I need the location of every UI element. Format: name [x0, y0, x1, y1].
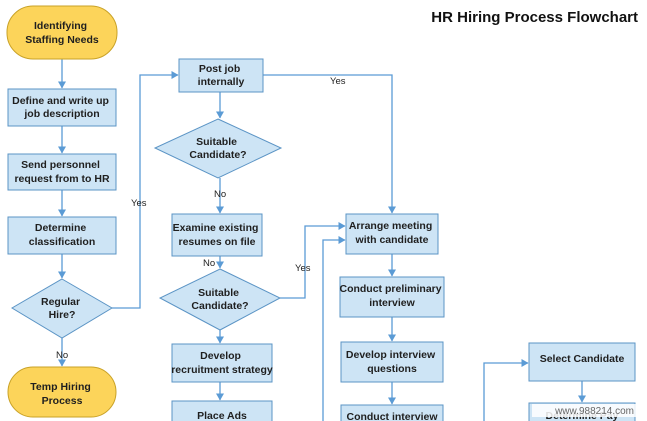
- edge-label-examine-no: No: [203, 258, 215, 269]
- node-label-line: resumes on file: [178, 236, 255, 248]
- node-label-line: Suitable: [198, 287, 239, 299]
- node-label-line: with candidate: [355, 234, 429, 246]
- edge-into-select: [483, 359, 529, 421]
- node-determine-classification: Determine classification: [7, 216, 117, 255]
- node-label-line: Candidate?: [191, 300, 248, 312]
- node-examine-existing-resumes: Examine existing resumes on file: [171, 213, 263, 257]
- svg-text:Develop recruitment st: Develop recruitment strategy: [171, 350, 273, 376]
- node-label-line: Conduct preliminary: [339, 283, 441, 295]
- edge-label-suitable2-yes: Yes: [295, 263, 311, 274]
- page-title: HR Hiring Process Flowchart: [431, 9, 638, 26]
- node-label-line: Conduct interview: [346, 411, 438, 421]
- node-label-line: Select Candidate: [540, 353, 625, 365]
- node-label-line: Temp Hiring: [30, 381, 90, 393]
- node-label-line: Identifying: [34, 20, 87, 32]
- node-label-line: internally: [198, 76, 245, 88]
- node-label-line: Determine: [35, 222, 87, 234]
- node-label-line: recruitment strategy: [171, 364, 273, 376]
- node-develop-recruitment-strategy: Develop recruitment strategy: [171, 343, 273, 383]
- svg-text:Suitable Candidate?: Suitable Candidate?: [191, 287, 248, 312]
- edge-regular-yes-to-post: [112, 71, 179, 309]
- node-label-line: Examine existing: [173, 222, 259, 234]
- svg-text:Develop interview ques: Develop interview questions: [346, 349, 438, 375]
- edge-post-yes-to-arrange: [263, 74, 396, 214]
- svg-text:Suitable Candidate?: Suitable Candidate?: [189, 136, 246, 161]
- node-label-line: Candidate?: [189, 149, 246, 161]
- edge-return-to-arrange: [322, 236, 346, 421]
- node-label-line: Post job: [199, 63, 240, 75]
- svg-text:Identifying Staffing N: Identifying Staffing Needs: [25, 20, 99, 46]
- node-label-line: Suitable: [196, 136, 237, 148]
- node-label-line: Define and write up: [12, 95, 109, 107]
- node-conduct-preliminary-interview: Conduct preliminary interview: [339, 276, 445, 318]
- node-label-line: questions: [367, 363, 417, 375]
- svg-text:Send personnel request: Send personnel request from to HR: [14, 159, 110, 185]
- edge-label-regular-no: No: [56, 350, 68, 361]
- node-conduct-interview: Conduct interview: [340, 404, 444, 421]
- edge-label-regular-yes: Yes: [131, 198, 147, 209]
- node-label-line: request from to HR: [14, 173, 110, 185]
- edge-label-post-yes: Yes: [330, 76, 346, 87]
- svg-text:Post job internally: Post job internally: [198, 63, 245, 88]
- watermark-text: www.988214.com: [554, 406, 634, 417]
- svg-text:Temp Hiring Process: Temp Hiring Process: [30, 381, 93, 407]
- svg-text:Examine existing resum: Examine existing resumes on file: [173, 222, 262, 248]
- node-label-line: Arrange meeting: [349, 220, 432, 232]
- node-label-line: Develop interview: [346, 349, 436, 361]
- node-select-candidate: Select Candidate: [528, 342, 636, 382]
- svg-text:Determine classificati: Determine classification: [29, 222, 96, 248]
- node-place-ads: Place Ads: [171, 400, 273, 421]
- node-suitable-candidate-decision-2: Suitable Candidate?: [158, 268, 282, 331]
- node-label-line: Develop: [200, 350, 241, 362]
- node-label-line: Place Ads: [197, 410, 247, 421]
- svg-text:Conduct preliminary in: Conduct preliminary interview: [339, 283, 444, 309]
- node-identifying-staffing-needs: Identifying Staffing Needs: [6, 5, 118, 60]
- node-post-job-internally: Post job internally: [178, 58, 264, 93]
- svg-text:Arrange meeting with c: Arrange meeting with candidate: [349, 220, 435, 246]
- svg-text:Place Ads: Place Ads: [197, 410, 247, 421]
- svg-text:Select Candidate: Select Candidate: [540, 353, 625, 365]
- node-label-line: Send personnel: [21, 159, 100, 171]
- edge-suitable2-yes-to-arrange: [280, 222, 346, 299]
- node-label-line: Regular: [41, 296, 80, 308]
- node-label-line: job description: [23, 108, 99, 120]
- svg-text:Define and write up jo: Define and write up job description: [12, 95, 112, 120]
- node-develop-interview-questions: Develop interview questions: [340, 341, 444, 383]
- node-temp-hiring-process: Temp Hiring Process: [7, 366, 117, 418]
- node-label-line: Process: [42, 395, 83, 407]
- node-regular-hire-decision: Regular Hire?: [11, 278, 113, 339]
- node-arrange-meeting: Arrange meeting with candidate: [345, 213, 439, 255]
- node-send-personnel-request: Send personnel request from to HR: [7, 153, 117, 191]
- node-suitable-candidate-decision-1: Suitable Candidate?: [153, 118, 283, 179]
- node-label-line: Staffing Needs: [25, 34, 99, 46]
- svg-text:Regular Hire?: Regular Hire?: [41, 296, 83, 321]
- node-label-line: classification: [29, 236, 96, 248]
- node-label-line: Hire?: [49, 309, 76, 321]
- node-define-job-description: Define and write up job description: [7, 88, 117, 127]
- edge-label-suitable1-no: No: [214, 189, 226, 200]
- node-label-line: interview: [369, 297, 415, 309]
- watermark: www.988214.com: [532, 404, 636, 417]
- svg-text:Conduct interview: Conduct interview: [346, 411, 438, 421]
